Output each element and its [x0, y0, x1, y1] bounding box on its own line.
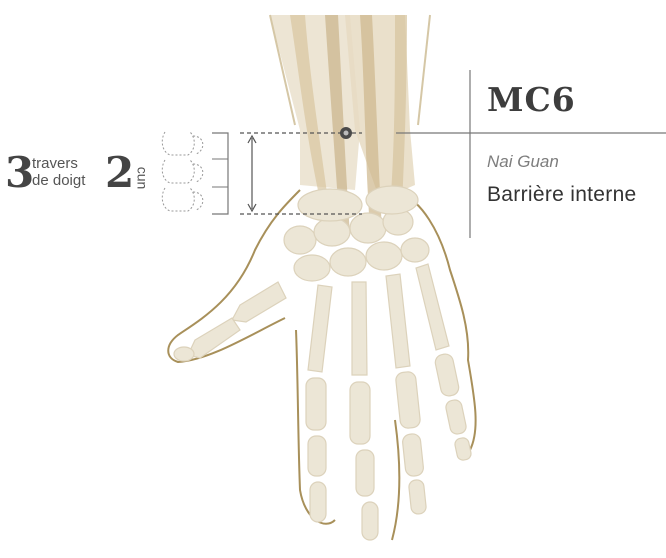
point-french-name: Barrière interne — [487, 183, 637, 207]
finger-unit-line1: travers — [32, 155, 78, 172]
cun-count: 2 — [105, 148, 134, 197]
finger-widths-icon — [162, 132, 203, 211]
point-pinyin-name: Nai Guan — [487, 152, 559, 172]
point-code: MC6 — [487, 80, 576, 119]
measurement-guides — [162, 70, 666, 238]
finger-unit-line2: de doigt — [32, 172, 85, 189]
cun-unit: cun — [134, 167, 150, 190]
hand-bones — [174, 186, 472, 540]
finger-bracket — [212, 133, 228, 214]
finger-count: 3 — [5, 148, 34, 197]
